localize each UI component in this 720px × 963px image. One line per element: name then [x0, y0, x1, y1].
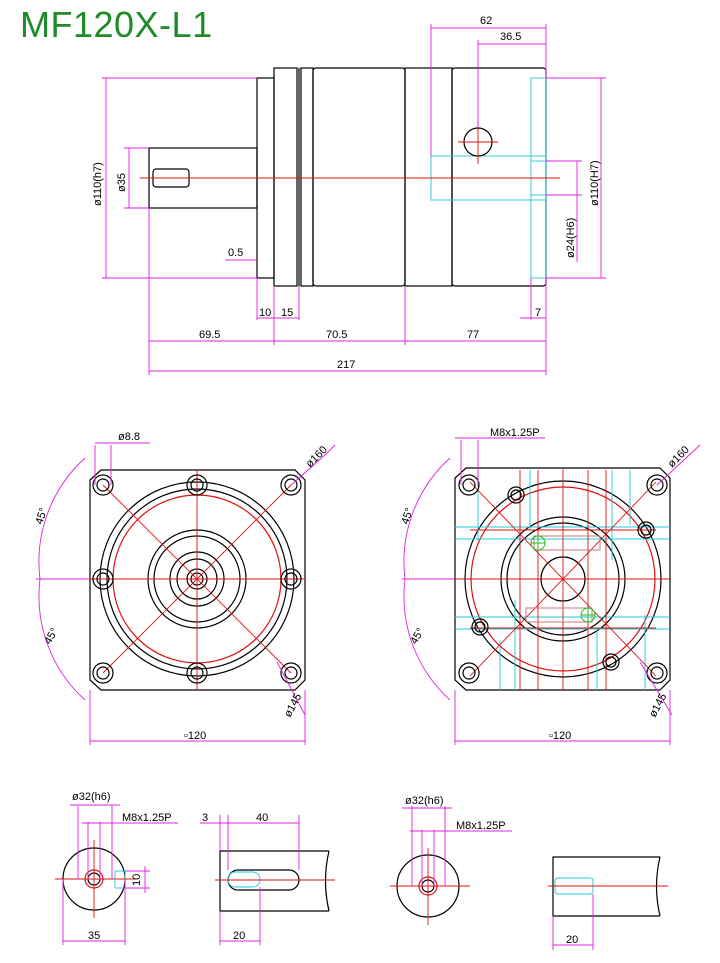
- front-view-output: ø8.8 ø160 45° 45° ø145 ▫120: [33, 431, 336, 745]
- hidden-lines: [455, 470, 670, 690]
- dim-40: 40: [256, 812, 268, 824]
- front-view-input: M8x1.25P ø160 45° 45° ø145 ▫120: [399, 427, 701, 745]
- shaft-detail-plain: ø32(h6) M8x1.25P 20: [390, 795, 668, 950]
- dim-20-b: 20: [566, 934, 578, 946]
- dim-d32-b: ø32(h6): [405, 795, 444, 807]
- angle-45b: 45°: [42, 626, 61, 646]
- dim-10-key: 10: [131, 874, 143, 886]
- dim-69-5: 69.5: [199, 329, 220, 341]
- dim-d35: ø35: [116, 173, 128, 192]
- drawing-title: MF120X-L1: [20, 4, 213, 45]
- dim-d110h7: ø110(h7): [92, 162, 104, 206]
- gear-housing: [312, 67, 406, 287]
- angle-45a-input: 45°: [399, 506, 416, 526]
- bolt-holes-input: [458, 474, 668, 684]
- side-view: 62 36.5 ø110(h7) ø35 ø110(H7) ø24(H6) 0.…: [92, 15, 606, 375]
- thread-a: M8x1.25P: [122, 812, 172, 824]
- dim-d32-a: ø32(h6): [72, 791, 111, 803]
- shaft-side-keyed: [219, 850, 329, 912]
- dim-d24H6: ø24(H6): [565, 218, 577, 258]
- dim-15: 15: [281, 307, 293, 319]
- thread-m8: M8x1.25P: [490, 427, 540, 439]
- dim-20-a: 20: [233, 930, 245, 942]
- dim-0-5: 0.5: [228, 247, 243, 259]
- dim-62: 62: [480, 15, 492, 27]
- angle-45a: 45°: [33, 506, 50, 526]
- dim-d160: ø160: [304, 444, 330, 470]
- dim-217: 217: [337, 359, 355, 371]
- dim-10: 10: [259, 307, 271, 319]
- dim-d8-8: ø8.8: [118, 431, 140, 443]
- dim-sq120: ▫120: [184, 730, 206, 742]
- angle-45b-input: 45°: [408, 626, 427, 646]
- dim-sq120-input: ▫120: [549, 730, 571, 742]
- dim-36-5: 36.5: [500, 31, 521, 43]
- dim-35-a: 35: [88, 930, 100, 942]
- dim-77: 77: [467, 329, 479, 341]
- dim-3: 3: [202, 812, 208, 824]
- thread-b: M8x1.25P: [456, 820, 506, 832]
- dim-d160-input: ø160: [666, 444, 692, 470]
- bolt-holes: [92, 474, 302, 684]
- dim-d145: ø145: [282, 692, 304, 720]
- dim-d110H7: ø110(H7): [589, 160, 601, 206]
- square-flange: [89, 469, 306, 691]
- flange-ring: [273, 67, 298, 287]
- shaft-detail-keyed: ø32(h6) M8x1.25P 10 35 3 40 20: [55, 791, 335, 945]
- housing-section: [404, 67, 453, 287]
- dim-70-5: 70.5: [326, 329, 347, 341]
- square-flange-input: [454, 467, 671, 691]
- input-housing: [451, 67, 547, 287]
- shaft-side-plain: [552, 856, 660, 917]
- dim-7: 7: [535, 307, 541, 319]
